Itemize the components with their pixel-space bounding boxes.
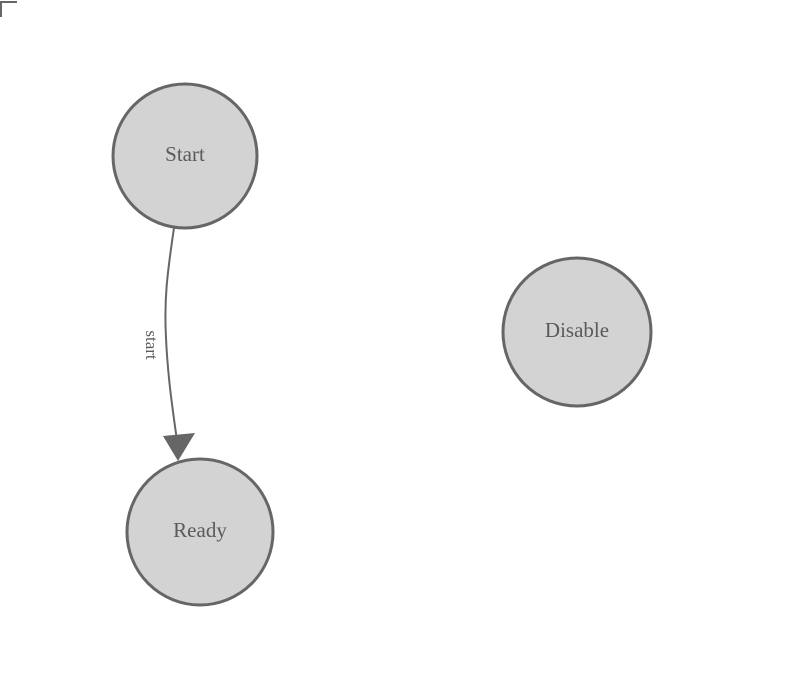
node-disable-circle <box>501 256 653 408</box>
arrowhead-icon <box>163 433 195 461</box>
node-ready-label: Ready <box>173 518 227 542</box>
top-left-corner-mark-icon <box>0 1 17 17</box>
node-start-label: Start <box>165 142 205 166</box>
edge-label-start: start <box>142 330 161 360</box>
node-start-circle <box>111 82 259 230</box>
node-disable-label: Disable <box>545 318 609 342</box>
node-disable[interactable]: Disable <box>501 256 653 408</box>
node-ready[interactable]: Ready <box>125 457 275 607</box>
node-ready-circle <box>125 457 275 607</box>
edge-line <box>164 227 179 449</box>
node-start[interactable]: Start <box>111 82 259 230</box>
edge-start-to-ready[interactable]: start <box>142 227 195 461</box>
